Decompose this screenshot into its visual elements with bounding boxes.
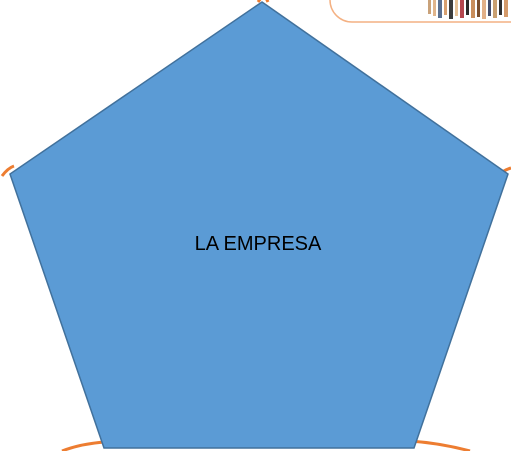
connector-top <box>256 0 270 3</box>
connector-left <box>0 164 15 177</box>
center-shape-label: LA EMPRESA <box>195 233 322 255</box>
people-group-image <box>428 0 508 19</box>
corner-image-frame <box>329 0 511 23</box>
corner-image-card <box>329 0 511 23</box>
center-pentagon[interactable] <box>9 1 509 449</box>
connector-bottom-right <box>409 439 471 451</box>
connector-bottom-left <box>61 440 105 451</box>
